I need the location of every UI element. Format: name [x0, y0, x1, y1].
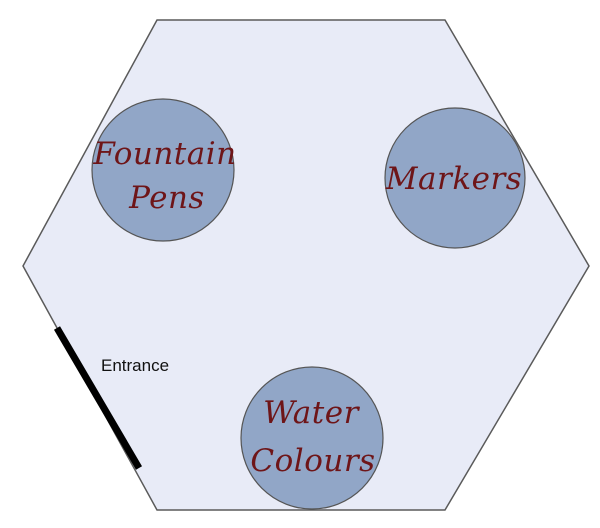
booth-water-colours[interactable]: Water Colours [240, 366, 384, 510]
entrance-label: Entrance [101, 356, 169, 375]
booth-label-line: Water [263, 395, 360, 431]
booth-label-line: Markers [385, 161, 522, 197]
booth-circle [384, 107, 526, 249]
booth-label-line: Pens [128, 180, 205, 216]
booth-markers[interactable]: Markers [384, 107, 526, 249]
booth-label-line: Fountain [92, 136, 236, 172]
booth-circle [240, 366, 384, 510]
booth-label-line: Colours [250, 443, 375, 479]
booth-fountain-pens[interactable]: Fountain Pens [91, 98, 237, 242]
entrance-wall [53, 326, 143, 470]
booth-circle [91, 98, 235, 242]
